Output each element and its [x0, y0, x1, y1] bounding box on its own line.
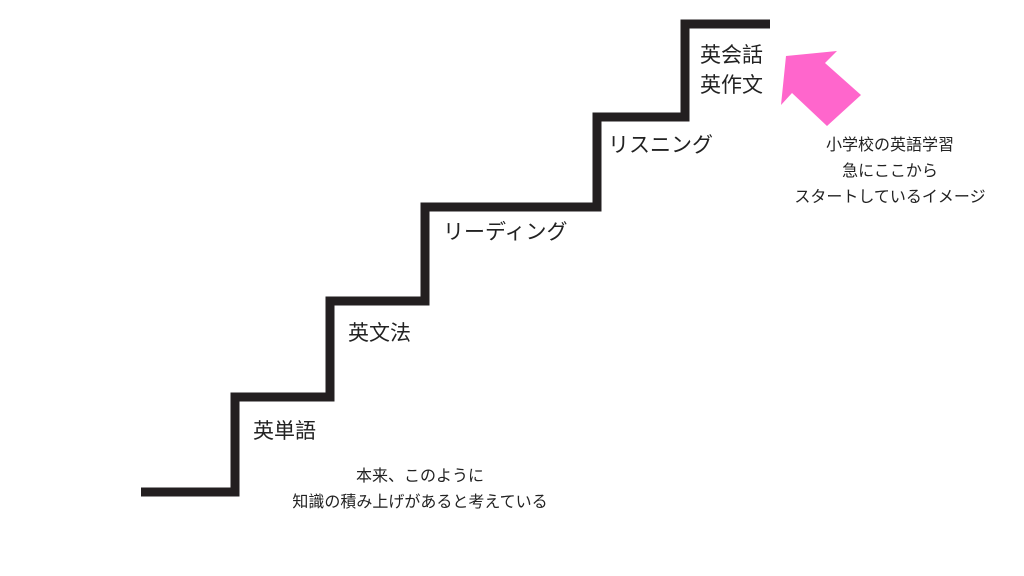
step-label-text: 英会話	[700, 43, 763, 67]
step-label-text: 英文法	[348, 321, 411, 345]
step-label-grammar: 英文法	[348, 318, 411, 348]
step-label-vocabulary: 英単語	[253, 416, 316, 446]
staircase-line	[141, 19, 770, 497]
step-label-text: 英作文	[700, 73, 763, 97]
pointer-arrow-icon	[781, 51, 861, 126]
step-label-reading: リーディング	[443, 217, 568, 247]
step-label-conversation-writing: 英会話 英作文	[700, 40, 763, 100]
side-note: 小学校の英語学習 急にここから スタートしているイメージ	[770, 132, 1010, 210]
bottom-note-line: 本来、このように	[355, 466, 484, 485]
side-note-line: 急にここから	[842, 161, 938, 180]
side-note-line: 小学校の英語学習	[825, 135, 954, 154]
side-note-line: スタートしているイメージ	[794, 187, 986, 206]
step-label-text: リーディング	[443, 220, 568, 244]
step-label-listening: リスニング	[608, 130, 713, 160]
bottom-note: 本来、このように 知識の積み上げがあると考えている	[245, 463, 595, 515]
bottom-note-line: 知識の積み上げがあると考えている	[292, 492, 548, 511]
step-label-text: リスニング	[608, 133, 713, 157]
step-label-text: 英単語	[253, 419, 316, 443]
